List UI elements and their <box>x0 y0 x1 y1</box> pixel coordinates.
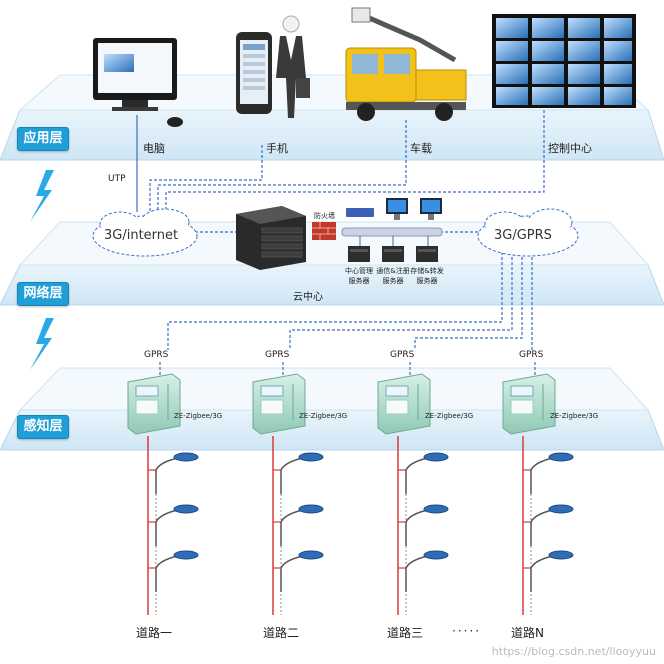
network-layer-label: 网络层 <box>17 282 69 306</box>
street-lamp-icon <box>398 550 449 592</box>
firewall-icon <box>312 222 336 240</box>
terminal-model-label: ZE-Zigbee/3G <box>425 412 474 420</box>
road-label: 道路N <box>511 626 544 640</box>
computer-label: 电脑 <box>143 142 165 155</box>
zigbee-terminal-icon <box>127 373 181 435</box>
internet-cloud-icon <box>92 208 198 257</box>
phone-icon <box>236 32 272 114</box>
server-icon <box>348 236 370 262</box>
street-lamp-icon <box>273 452 324 494</box>
network-layer-plane <box>0 264 664 306</box>
vehicle-truck-icon <box>345 7 467 121</box>
road-label: 道路二 <box>263 626 300 640</box>
watermark: https://blog.csdn.net/llooyyuu <box>491 645 656 658</box>
server-label-management: 中心管理服务器 <box>345 267 373 285</box>
zigbee-terminal-icon <box>252 373 306 435</box>
gprs-label: GPRS <box>390 350 415 360</box>
phone-label: 手机 <box>266 142 288 155</box>
firewall-label: 防火墙 <box>314 212 335 220</box>
street-light-pole-icon <box>272 436 324 615</box>
street-lamp-icon <box>148 504 199 546</box>
lightning-icon <box>30 170 54 222</box>
terminal-model-label: ZE-Zigbee/3G <box>550 412 599 420</box>
uplink-lines <box>136 110 545 376</box>
zigbee-terminal-icon <box>502 373 556 435</box>
monitor-icon <box>386 198 408 220</box>
lightning-icon <box>30 318 54 370</box>
monitor-icon <box>420 198 442 220</box>
network-switch-icon <box>341 208 443 237</box>
utp-label: UTP <box>108 174 126 184</box>
street-lamp-icon <box>148 550 199 592</box>
street-lamp-icon <box>273 504 324 546</box>
vehicle-label: 车载 <box>410 142 432 155</box>
cloud-center-label: 云中心 <box>293 292 323 303</box>
server-rack-icon <box>236 206 306 270</box>
gprs-label: GPRS <box>519 350 544 360</box>
gprs-label: GPRS <box>265 350 290 360</box>
street-light-pole-icon <box>522 436 574 615</box>
street-light-pole-icon <box>147 436 199 615</box>
server-icon <box>382 236 404 262</box>
street-lamp-icon <box>523 452 574 494</box>
street-lamp-icon <box>398 452 449 494</box>
street-lamp-icon <box>523 550 574 592</box>
road-label: 道路一 <box>136 626 173 640</box>
person-icon <box>276 15 310 118</box>
gprs-cloud-label: 3G/GPRS <box>494 228 552 243</box>
terminal-model-label: ZE-Zigbee/3G <box>174 412 223 420</box>
video-wall-icon <box>492 14 636 108</box>
server-label-communication: 通信&注册服务器 <box>376 267 410 285</box>
application-layer-label: 应用层 <box>17 127 69 151</box>
street-lamp-icon <box>273 550 324 592</box>
internet-cloud-label: 3G/internet <box>104 228 179 243</box>
control-center-label: 控制中心 <box>548 142 592 155</box>
ellipsis-label: ····· <box>452 624 482 638</box>
gprs-cloud-icon <box>477 208 579 257</box>
perception-layer-label: 感知层 <box>17 415 69 439</box>
terminal-model-label: ZE-Zigbee/3G <box>299 412 348 420</box>
server-label-storage: 存储&转发服务器 <box>410 267 444 285</box>
road-label: 道路三 <box>387 626 424 640</box>
computer-icon <box>93 38 183 127</box>
gprs-label: GPRS <box>144 350 169 360</box>
street-light-pole-icon <box>397 436 449 615</box>
street-lamp-icon <box>398 504 449 546</box>
street-lamp-icon <box>148 452 199 494</box>
server-icon <box>416 236 438 262</box>
street-lamp-icon <box>523 504 574 546</box>
zigbee-terminal-icon <box>377 373 431 435</box>
